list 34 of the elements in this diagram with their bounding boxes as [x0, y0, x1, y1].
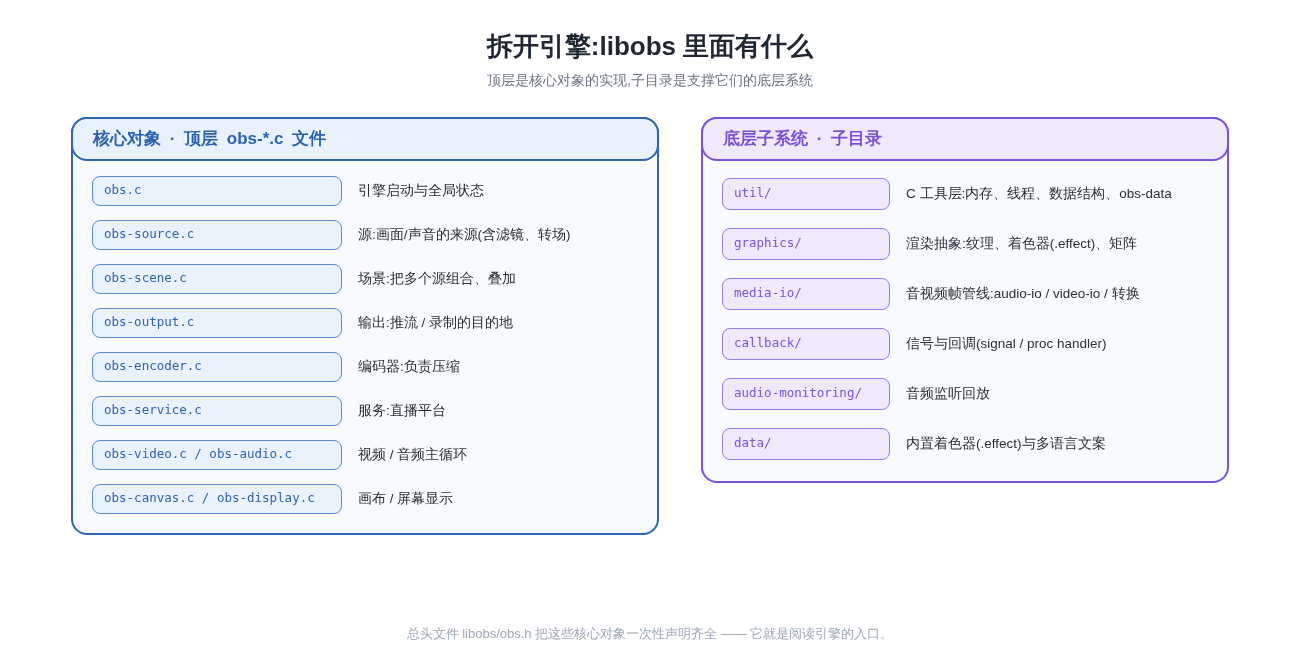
folder-tag: data/	[722, 428, 890, 460]
description-text: 内置着色器(.effect)与多语言文案	[906, 435, 1106, 453]
description-text: 音视频帧管线:audio-io / video-io / 转换	[906, 285, 1140, 303]
panel-title: 底层子系统 · 子目录	[723, 128, 883, 150]
file-tag: obs-canvas.c / obs-display.c	[92, 484, 342, 514]
description-text: 音频监听回放	[906, 385, 990, 403]
description-text: 画布 / 屏幕显示	[358, 490, 454, 508]
description-text: 引擎启动与全局状态	[358, 182, 484, 200]
description-text: C 工具层:内存、线程、数据结构、obs-data	[906, 185, 1172, 203]
panel-title: 核心对象 · 顶层 obs-*.c 文件	[93, 128, 327, 150]
file-tag: obs-source.c	[92, 220, 342, 250]
folder-tag: media-io/	[722, 278, 890, 310]
diagram-title: 拆开引擎:libobs 里面有什么	[486, 30, 814, 63]
description-text: 渲染抽象:纹理、着色器(.effect)、矩阵	[906, 235, 1138, 253]
folder-tag: graphics/	[722, 228, 890, 260]
description-text: 服务:直播平台	[358, 402, 446, 420]
folder-tag: util/	[722, 178, 890, 210]
file-tag: obs-scene.c	[92, 264, 342, 294]
description-text: 场景:把多个源组合、叠加	[358, 270, 516, 288]
file-tag: obs.c	[92, 176, 342, 206]
file-tag: obs-service.c	[92, 396, 342, 426]
description-text: 源:画面/声音的来源(含滤镜、转场)	[358, 226, 571, 244]
subtitle: 顶层是核心对象的实现,子目录是支撑它们的底层系统	[487, 71, 813, 90]
description-text: 信号与回调(signal / proc handler)	[906, 335, 1107, 353]
folder-tag: audio-monitoring/	[722, 378, 890, 410]
file-tag: obs-output.c	[92, 308, 342, 338]
description-text: 编码器:负责压缩	[358, 358, 460, 376]
panel-card	[71, 117, 659, 535]
description-text: 视频 / 音频主循环	[358, 446, 468, 464]
panel-card	[701, 117, 1229, 483]
folder-tag: callback/	[722, 328, 890, 360]
file-tag: obs-encoder.c	[92, 352, 342, 382]
description-text: 输出:推流 / 录制的目的地	[358, 314, 513, 332]
file-tag: obs-video.c / obs-audio.c	[92, 440, 342, 470]
